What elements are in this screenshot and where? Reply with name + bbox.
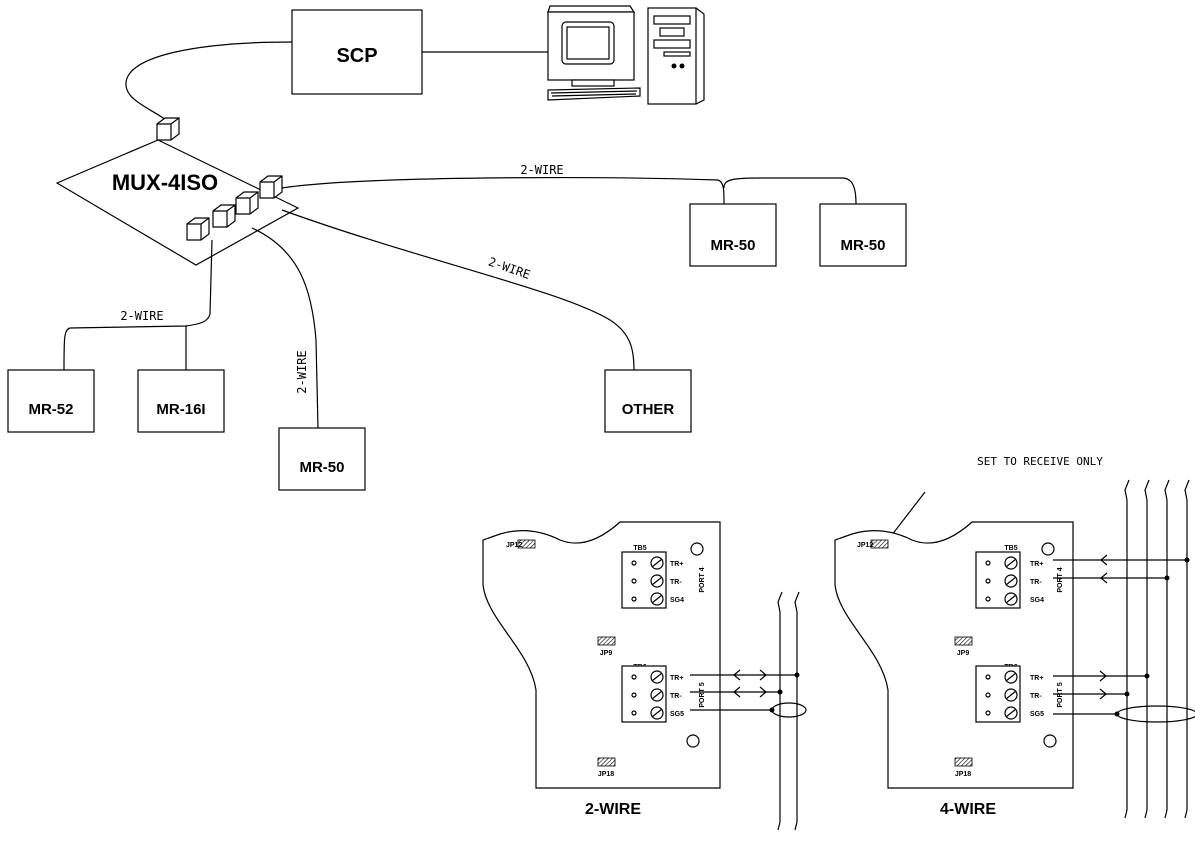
board2-tb6-term-1: TR+: [1030, 675, 1043, 682]
mux-label: MUX-4ISO: [112, 170, 218, 195]
board1-port5: PORT 5: [699, 682, 706, 707]
receive-only-note: SET TO RECEIVE ONLY: [977, 455, 1103, 468]
mr50-bottom-label: MR-50: [299, 459, 344, 476]
board1-tb5-term-1: TR+: [670, 561, 683, 568]
board2-port5: PORT 5: [1057, 682, 1064, 707]
board-4wire: JP12 TB5 TR+ TR- SG4 PORT 4 JP9 TB6 TR+ …: [834, 479, 1195, 819]
mux-board: [55, 139, 300, 266]
board2-tb5-term-1: TR+: [1030, 561, 1043, 568]
board2-caption: 4-WIRE: [940, 801, 996, 818]
board1-tb6-term-3: SG5: [670, 711, 684, 718]
mr50-right-b-label: MR-50: [840, 237, 885, 254]
mr50-right-a-label: MR-50: [710, 237, 755, 254]
board2-tb5-term-3: SG4: [1030, 597, 1044, 604]
board2-port4: PORT 4: [1057, 567, 1064, 592]
board2-jp-mid: JP9: [957, 650, 970, 657]
board1-tb5-term-2: TR-: [670, 579, 682, 586]
board2-tb6-term-2: TR-: [1030, 693, 1042, 700]
note-leader: [887, 491, 926, 541]
board-2wire: JP12 TB5 TR+ TR- SG4 PORT 4 JP9 TB6 TR+ …: [482, 521, 807, 831]
board1-caption: 2-WIRE: [585, 801, 641, 818]
board1-tb5-term-3: SG4: [670, 597, 684, 604]
board1-port4: PORT 4: [699, 567, 706, 592]
wire-label-top: 2-WIRE: [520, 163, 563, 177]
mux-connectors: [156, 117, 283, 241]
board1-tb6-term-2: TR-: [670, 693, 682, 700]
other-box: [604, 369, 692, 433]
board2-tb5-term-2: TR-: [1030, 579, 1042, 586]
board1-jp-mid: JP9: [600, 650, 613, 657]
scp-mux-cable: [125, 41, 293, 121]
scp-box: [291, 9, 423, 95]
mr16i-box: [137, 369, 225, 433]
board1-jp-bot: JP18: [598, 771, 614, 778]
mr16i-label: MR-16I: [156, 401, 205, 418]
mr50-right-a: [689, 203, 777, 267]
wire-label-vertical: 2-WIRE: [295, 350, 309, 393]
board2-jp-top: JP12: [857, 542, 873, 549]
board1-tb5-label: TB5: [633, 545, 646, 552]
wire-label-left: 2-WIRE: [120, 309, 163, 323]
board1-jp-top: JP12: [506, 542, 522, 549]
board2-tb6-term-3: SG5: [1030, 711, 1044, 718]
cable-top: [281, 177, 725, 205]
cable-vertical: [251, 227, 319, 429]
wire-label-diag: 2-WIRE: [487, 255, 533, 282]
mr50-bottom: [278, 427, 366, 491]
cable-diag: [281, 209, 635, 371]
mr50-right-b: [819, 203, 907, 267]
other-label: OTHER: [622, 401, 675, 418]
board2-tb5-label: TB5: [1004, 545, 1017, 552]
computer-icon: [547, 5, 705, 105]
mr52-box: [7, 369, 95, 433]
board2-jp-bot: JP18: [955, 771, 971, 778]
board1-tb6-term-1: TR+: [670, 675, 683, 682]
mr52-label: MR-52: [28, 401, 73, 418]
scp-label: SCP: [336, 45, 377, 67]
